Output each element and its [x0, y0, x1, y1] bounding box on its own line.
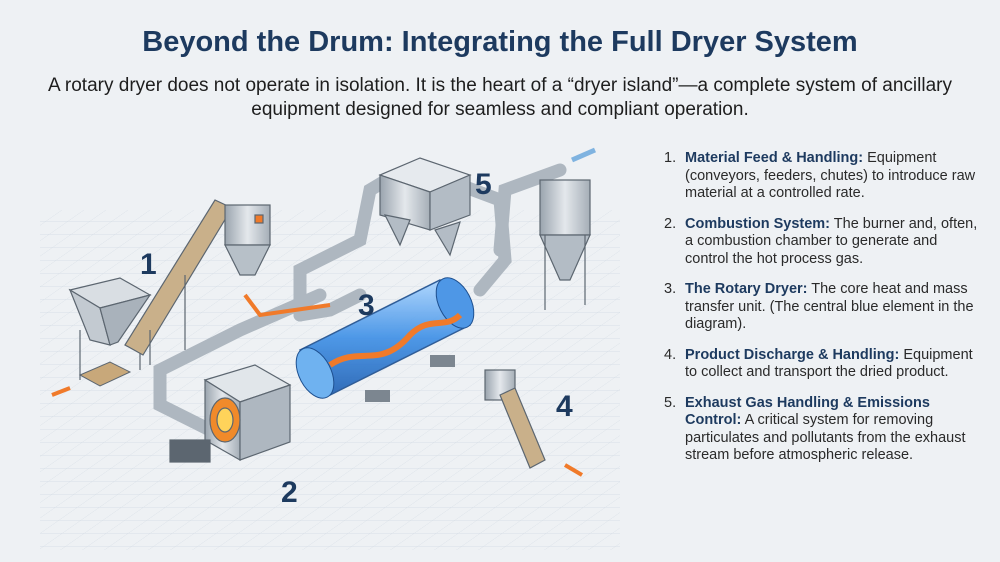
callout-3: 3 — [358, 289, 375, 322]
item-body: The core heat and mass transfer unit. (T… — [685, 281, 974, 332]
item-heading: Combustion System: — [685, 215, 831, 232]
list-item: 2. Combustion System: The burner and, oft… — [664, 216, 984, 269]
product-arrow — [563, 463, 584, 477]
item-heading: Exhaust Gas Handling & Emissions Control… — [685, 394, 930, 429]
item-body: The burner and, often, a combustion cham… — [685, 215, 978, 267]
callout-2: 2 — [281, 476, 298, 509]
item-heading: Product Discharge & Handling: — [685, 346, 900, 363]
item-heading: The Rotary Dryer: — [685, 281, 808, 297]
feed-hopper — [68, 277, 152, 380]
callout-1: 1 — [140, 248, 157, 281]
exhaust-arrow — [571, 147, 596, 163]
page-subtitle: A rotary dryer does not operate in isola… — [48, 75, 952, 120]
list-item: 1. Material Feed & Handling: Equipment (c… — [664, 150, 984, 203]
infeed-arrow — [51, 386, 71, 397]
list-item: 5. Exhaust Gas Handling & Emissions Contr… — [664, 395, 984, 465]
list-item: 4. Product Discharge & Handling: Equipmen… — [664, 347, 984, 382]
list-item: 3. The Rotary Dryer: The core heat and ma… — [664, 281, 984, 334]
item-heading: Material Feed & Handling: — [685, 150, 864, 166]
item-number: 3. — [664, 281, 677, 297]
feed-belt — [78, 361, 132, 387]
item-number: 4. — [664, 346, 677, 363]
feed-bin — [224, 204, 271, 276]
hot-gas-line — [243, 293, 331, 318]
dryer-system-diagram — [40, 147, 620, 550]
ducting — [153, 163, 567, 437]
callout-5: 5 — [475, 168, 492, 201]
discharge-conveyor — [484, 369, 546, 469]
baghouse — [378, 157, 472, 257]
callout-4: 4 — [556, 390, 573, 423]
rotary-drum — [295, 277, 475, 402]
item-body: Equipment (conveyors, feeders, chutes) t… — [685, 150, 976, 201]
burner-chamber — [169, 364, 292, 463]
item-number: 1. — [664, 150, 677, 166]
item-number: 5. — [664, 394, 677, 411]
cyclone — [539, 179, 591, 310]
page-title: Beyond the Drum: Integrating the Full Dr… — [142, 26, 858, 58]
item-body: A critical system for removing particula… — [685, 412, 966, 463]
component-list: 1. Material Feed & Handling: Equipment (c… — [664, 150, 984, 478]
item-number: 2. — [664, 215, 677, 232]
item-body: Equipment to collect and transport the d… — [685, 346, 973, 381]
